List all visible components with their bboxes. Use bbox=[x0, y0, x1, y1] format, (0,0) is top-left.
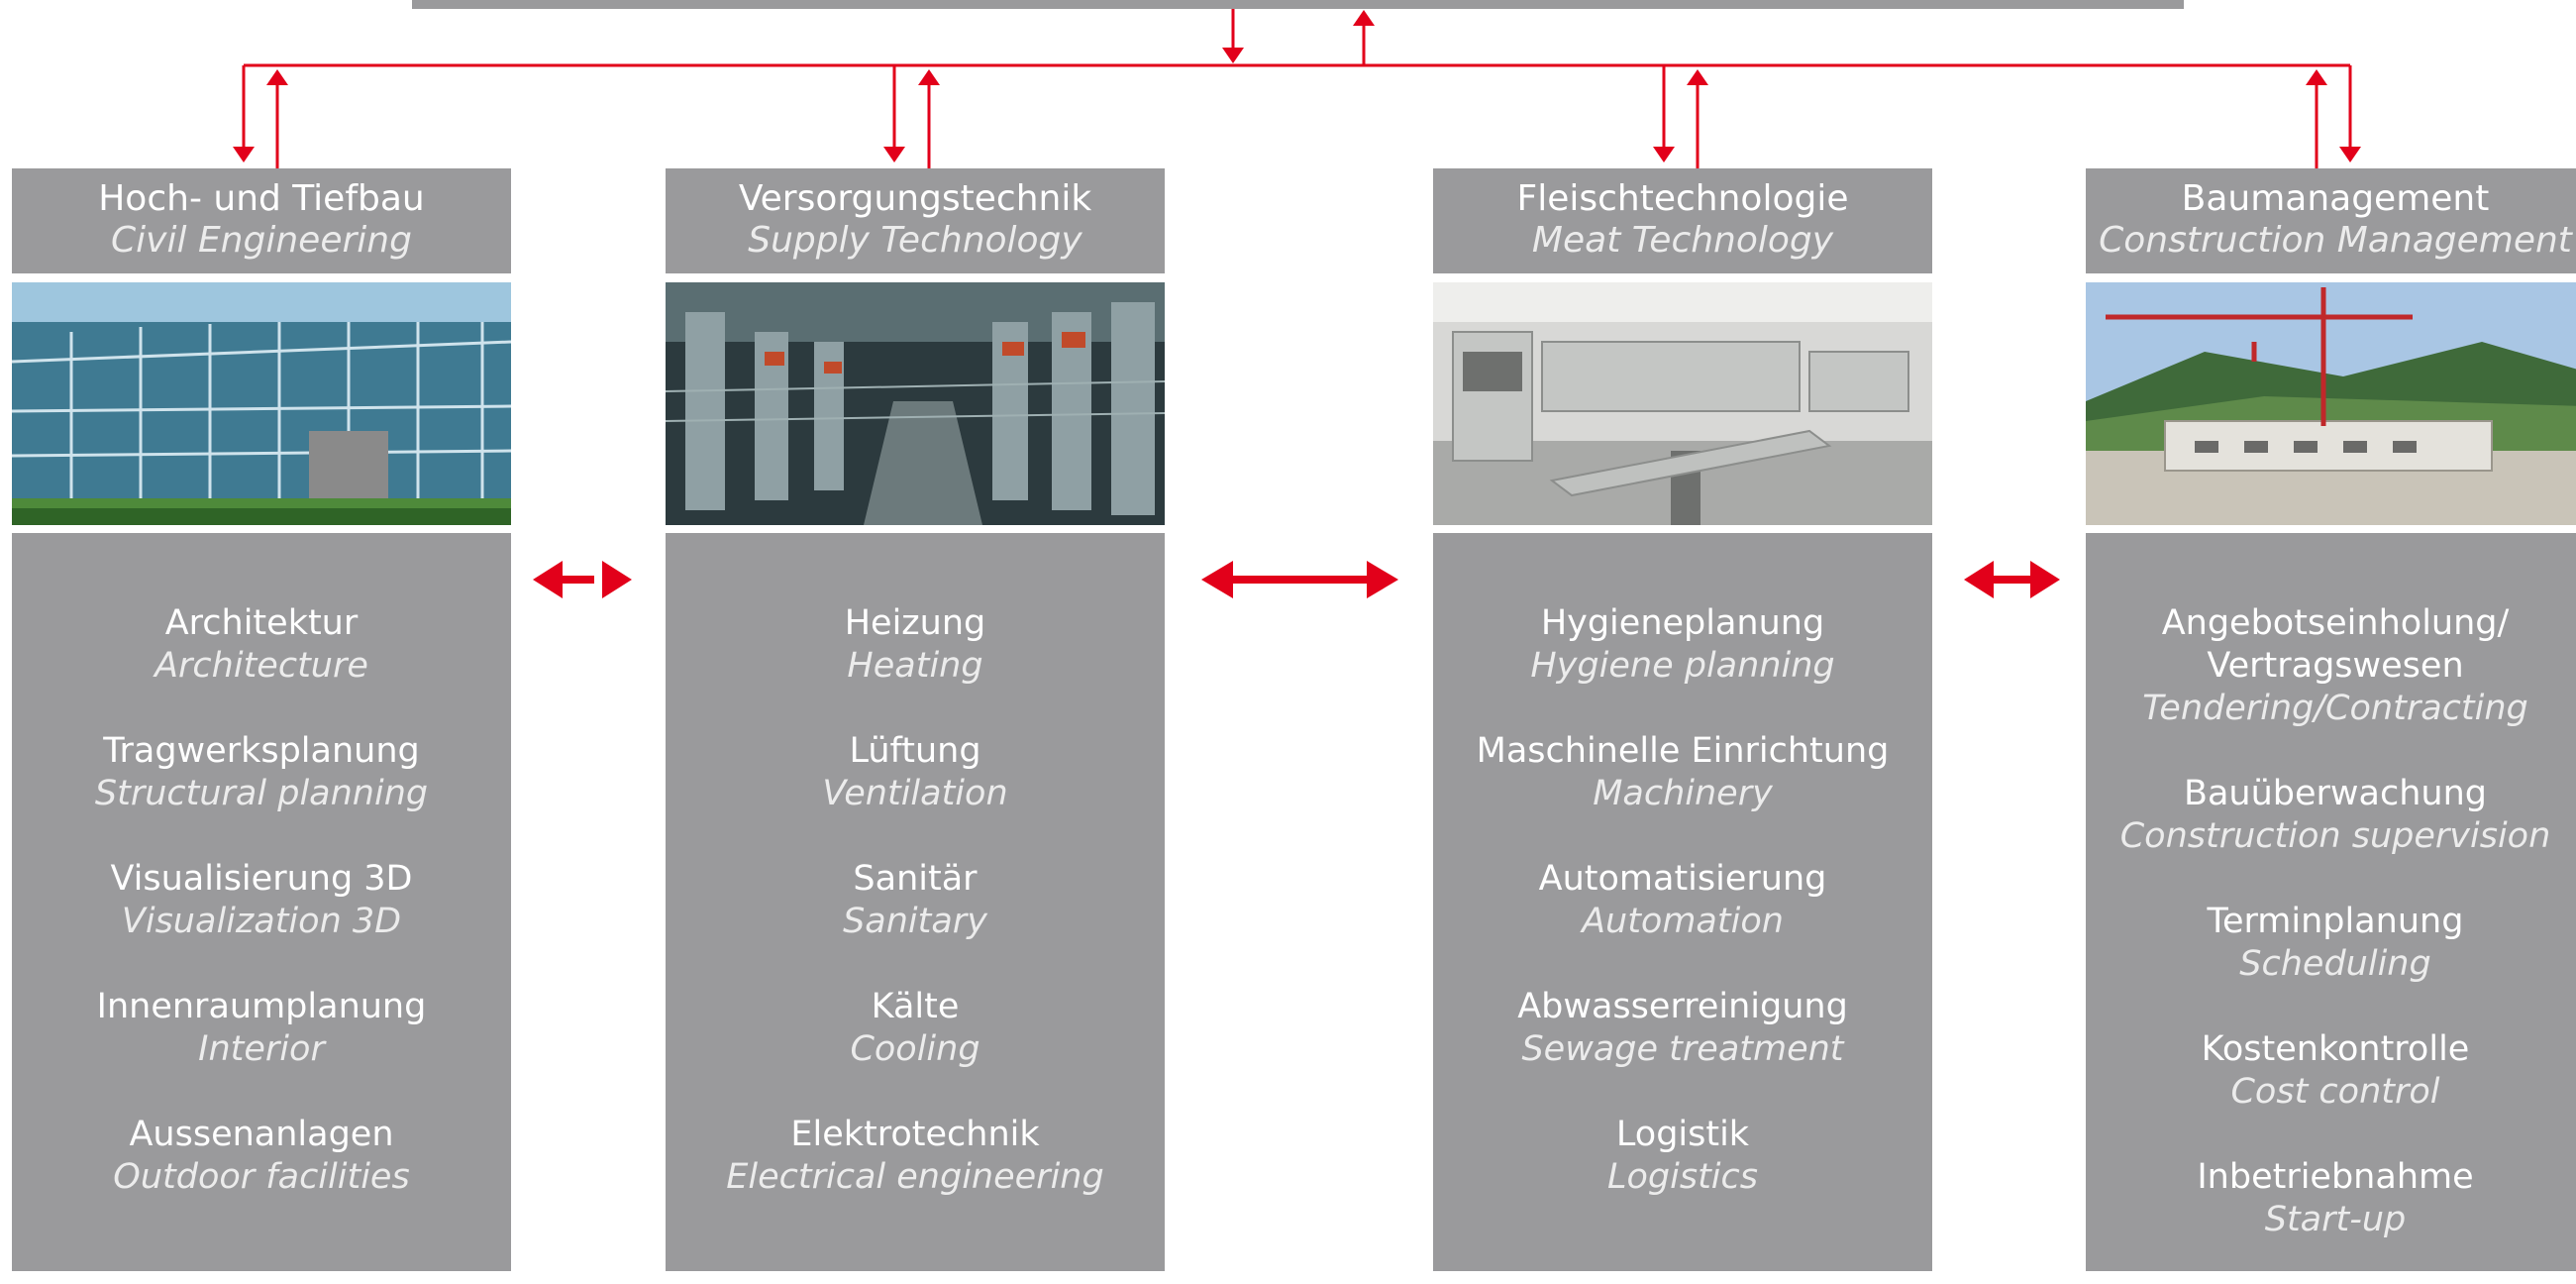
service-name-de: Bauüberwachung bbox=[2183, 774, 2488, 813]
double-arrow-icon bbox=[1201, 561, 1398, 598]
service-name-de: Elektrotechnik bbox=[790, 1115, 1040, 1154]
service-name-en: Electrical engineering bbox=[726, 1157, 1104, 1197]
arrow-up-icon bbox=[266, 69, 288, 85]
service-name-en: Cooling bbox=[850, 1029, 980, 1069]
construction-site-crane-photo bbox=[2086, 282, 2576, 525]
service-list-panel: Heizung Heating Lüftung Ventilation Sani… bbox=[666, 533, 1165, 1271]
column-header: Baumanagement Construction Management bbox=[2086, 168, 2576, 273]
column-header: Hoch- und Tiefbau Civil Engineering bbox=[12, 168, 511, 273]
service-list-panel: Angebotseinholung/ Vertragswesen Tenderi… bbox=[2086, 533, 2576, 1271]
processing-hall-photo bbox=[1433, 282, 1932, 525]
service-name-en: Logistics bbox=[1606, 1157, 1758, 1197]
column-header: Versorgungstechnik Supply Technology bbox=[666, 168, 1165, 273]
service-name-en: Ventilation bbox=[822, 774, 1008, 813]
service-name-de: Logistik bbox=[1615, 1115, 1750, 1154]
service-name-en: Hygiene planning bbox=[1530, 646, 1835, 686]
service-name-de: Innenraumplanung bbox=[96, 987, 427, 1026]
service-name-de: Angebotseinholung/ bbox=[2161, 603, 2510, 643]
column-header: Fleischtechnologie Meat Technology bbox=[1433, 168, 1932, 273]
arrow-up-icon bbox=[1353, 10, 1375, 26]
arrow-up-icon bbox=[918, 69, 940, 85]
service-name-de: Lüftung bbox=[849, 731, 981, 771]
header-title-de: Hoch- und Tiefbau bbox=[98, 178, 425, 219]
service-name-de: Kostenkontrolle bbox=[2201, 1029, 2470, 1069]
arrow-up-icon bbox=[1687, 69, 1708, 85]
pipework-plant-photo bbox=[666, 282, 1165, 525]
service-name-en: Cost control bbox=[2230, 1072, 2440, 1112]
service-name-de: Abwasserreinigung bbox=[1517, 987, 1848, 1026]
arrow-up-icon bbox=[2306, 69, 2327, 85]
double-arrow-icon bbox=[533, 561, 632, 598]
service-name-en: Scheduling bbox=[2239, 944, 2431, 984]
arrow-down-icon bbox=[1222, 48, 1244, 63]
service-name-en: Tendering/Contracting bbox=[2142, 689, 2528, 728]
service-name-en: Architecture bbox=[155, 646, 368, 686]
service-name-en: Interior bbox=[198, 1029, 325, 1069]
service-name-en: Visualization 3D bbox=[121, 902, 402, 941]
arrow-down-icon bbox=[233, 147, 255, 162]
service-name-en: Machinery bbox=[1593, 774, 1773, 813]
header-title-en: Meat Technology bbox=[1531, 220, 1834, 261]
service-list-panel: Architektur Architecture Tragwerksplanun… bbox=[12, 533, 511, 1271]
service-name-en: Automation bbox=[1582, 902, 1784, 941]
service-name-en: Heating bbox=[847, 646, 983, 686]
service-name-de: Heizung bbox=[844, 603, 986, 643]
header-title-en: Civil Engineering bbox=[111, 220, 412, 261]
arrow-down-icon bbox=[1653, 147, 1675, 162]
service-name-en: Outdoor facilities bbox=[113, 1157, 410, 1197]
header-title-en: Construction Management bbox=[2099, 220, 2572, 261]
service-name-en: Structural planning bbox=[94, 774, 429, 813]
header-title-de: Baumanagement bbox=[2181, 178, 2490, 219]
service-name-de: Kälte bbox=[871, 987, 960, 1026]
glass-office-building-photo bbox=[12, 282, 511, 525]
double-arrow-icon bbox=[1964, 561, 2060, 598]
service-name-en: Sewage treatment bbox=[1521, 1029, 1844, 1069]
service-name-en: Start-up bbox=[2264, 1200, 2407, 1239]
service-list-panel: Hygieneplanung Hygiene planning Maschine… bbox=[1433, 533, 1932, 1271]
service-name-en: Construction supervision bbox=[2119, 816, 2551, 856]
service-name-de: Aussenanlagen bbox=[129, 1115, 394, 1154]
arrow-down-icon bbox=[883, 147, 905, 162]
top-bar bbox=[412, 0, 2184, 9]
service-name-de: Tragwerksplanung bbox=[103, 731, 420, 771]
header-title-en: Supply Technology bbox=[748, 220, 1082, 261]
service-name-de: Automatisierung bbox=[1538, 859, 1827, 899]
arrow-down-icon bbox=[2339, 147, 2361, 162]
header-title-de: Fleischtechnologie bbox=[1516, 178, 1849, 219]
service-name-en: Sanitary bbox=[843, 902, 987, 941]
service-name-de: Hygieneplanung bbox=[1540, 603, 1825, 643]
header-title-de: Versorgungstechnik bbox=[738, 178, 1092, 219]
service-name-de-line2: Vertragswesen bbox=[2207, 646, 2464, 686]
service-name-de: Sanitär bbox=[853, 859, 978, 899]
service-name-de: Architektur bbox=[164, 603, 359, 643]
service-name-de: Visualisierung 3D bbox=[110, 859, 413, 899]
service-name-de: Terminplanung bbox=[2207, 902, 2464, 941]
service-name-de: Inbetriebnahme bbox=[2197, 1157, 2474, 1197]
service-name-de: Maschinelle Einrichtung bbox=[1476, 731, 1890, 771]
